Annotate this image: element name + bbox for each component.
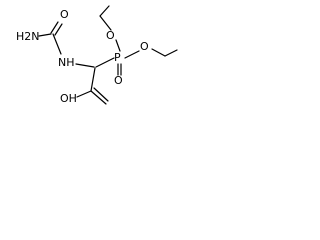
atom-nh: NH <box>58 56 75 69</box>
bond-p-o2 <box>124 50 140 59</box>
bond-urea-co-double-b <box>54 23 63 36</box>
bond-ch2-ch3-right <box>164 49 178 57</box>
atom-phosphorus: P <box>114 51 121 64</box>
chemical-structure: O H2N NH P O O O OH <box>16 5 178 105</box>
bond-o2-ch2 <box>151 48 166 57</box>
bond-urea-c-nh <box>52 33 62 55</box>
bond-p-o1 <box>115 39 121 52</box>
bond-carboxyl-co-double-a <box>90 90 107 105</box>
atom-carbonyl-oxygen: O <box>60 8 69 21</box>
bond-alpha-c-carboxyl-c <box>90 67 96 92</box>
bond-carboxyl-c-oh <box>76 90 92 98</box>
atom-ester-oxygen-right: O <box>140 40 149 53</box>
bond-carboxyl-co-double-b <box>93 87 109 102</box>
bond-ch2-ch3-upper <box>99 5 110 17</box>
atom-phosphoryl-oxygen: O <box>114 74 123 87</box>
bond-layer <box>38 5 178 105</box>
atom-hydroxyl: OH <box>60 92 77 105</box>
bond-o1-ch2 <box>99 15 112 31</box>
bond-urea-c-nh2 <box>38 33 52 37</box>
bond-urea-co-double-a <box>50 21 59 34</box>
atom-ester-oxygen-upper: O <box>106 29 115 42</box>
atom-amine: H2N <box>16 30 40 43</box>
bond-nh-alpha-c <box>75 63 95 68</box>
bond-alpha-c-p <box>95 57 115 68</box>
label-layer: O H2N NH P O O O OH <box>16 8 149 105</box>
